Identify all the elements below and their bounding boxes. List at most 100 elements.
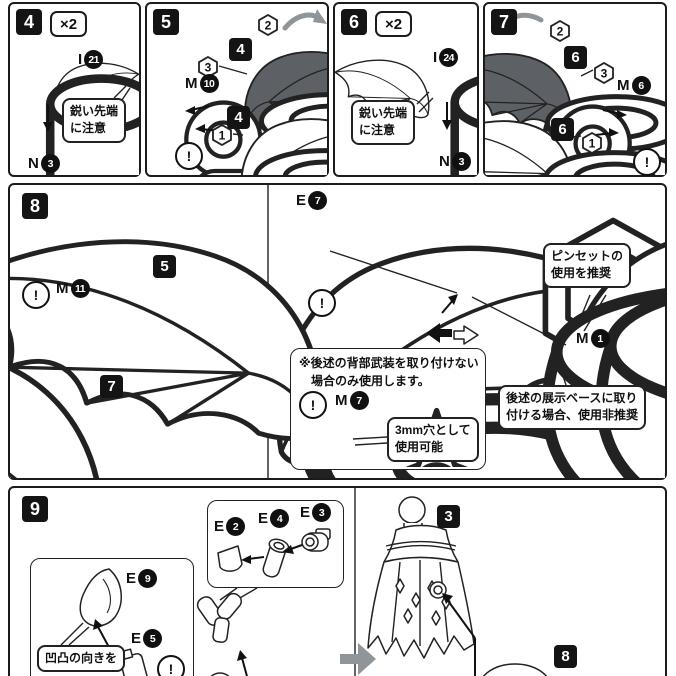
warning-icon: !	[22, 281, 50, 309]
caution-line1: 鋭い先端	[359, 106, 408, 120]
part-label-e2: E 2	[214, 517, 246, 536]
part-label-i24: I 24	[433, 48, 459, 67]
step5-illustration	[185, 9, 327, 175]
ref-badge-step3-skirt: 3	[437, 505, 460, 528]
tweezers-line1: ピンセットの	[551, 249, 624, 263]
part-letter: M	[335, 392, 348, 409]
part-letter: N	[28, 155, 39, 172]
part-letter: E	[131, 630, 142, 647]
part-letter: M	[185, 75, 198, 92]
step9-parts-box: E 2 E 4 E 3	[207, 500, 344, 588]
parts-box-illustration	[217, 528, 331, 578]
cylinder-part-drawing	[262, 538, 290, 578]
part-label-e3: E 3	[300, 503, 332, 522]
order-number: 1	[219, 129, 226, 143]
ref-badge-step8-assembly: 8	[554, 645, 577, 668]
step6-panel: 6 ×2 I 24 鋭い先端 に注意 N 3	[333, 2, 479, 177]
part-number: 3	[451, 152, 471, 171]
order-number: 2	[557, 25, 564, 39]
part-letter: I	[78, 51, 83, 68]
step6-number-badge: 6	[341, 9, 367, 35]
part-letter: M	[617, 77, 630, 94]
skirt-part-drawing	[367, 496, 476, 676]
ref-badge-step7-assembly: 7	[100, 375, 123, 398]
step8-number-badge: 8	[22, 193, 48, 219]
backpack-note-box: ※後述の背部武装を取り付けない 場合のみ使用します。 ! M 7 3mm穴として…	[290, 348, 486, 470]
caution-line1: 鋭い先端	[70, 104, 119, 118]
step9-number-badge: 9	[22, 496, 48, 522]
part-label-e7: E 7	[296, 191, 328, 210]
part-number: 7	[308, 191, 328, 210]
hole-note-line2: 使用可能	[395, 440, 444, 455]
ref-badge-step4-wing: 4	[227, 106, 250, 129]
warning-icon: !	[308, 289, 336, 317]
step7-number-badge: 7	[491, 9, 517, 35]
hole-note-line1: 3mm穴として	[395, 423, 471, 437]
step4-quantity-badge: ×2	[50, 11, 88, 37]
part-label-m7: M 7	[335, 391, 369, 410]
order-number: 1	[589, 137, 596, 151]
backpack-note-line1: ※後述の背部武装を取り付けない	[299, 356, 479, 370]
order-badge-2: 2	[550, 20, 570, 42]
part-letter: E	[126, 570, 137, 587]
part-number: 9	[138, 569, 158, 588]
warning-icon: !	[157, 655, 185, 676]
step6-illustration	[335, 4, 477, 175]
tweezers-callout: ピンセットの 使用を推奨	[543, 243, 632, 288]
step8-panel: 8 ! M 11 5 7 E 7 ! ピンセットの 使用を推奨 M 1 後述の展…	[8, 183, 667, 480]
order-badge-1: 1	[582, 132, 602, 154]
display-base-callout: 後述の展示ベースに取り 付ける場合、使用非推奨	[498, 385, 647, 430]
claw-part-drawing	[79, 568, 122, 627]
base-note-line1: 後述の展示ベースに取り	[506, 391, 638, 405]
part-number: 3	[312, 503, 332, 522]
step4-panel: 4 ×2 I 21 鋭い先端 に注意 N 3	[8, 2, 141, 177]
part-letter: E	[258, 510, 269, 527]
part-number: 24	[439, 48, 459, 67]
part-label-i21: I 21	[78, 50, 104, 69]
caution-line2: に注意	[70, 121, 107, 136]
part-label-e9: E 9	[126, 569, 158, 588]
orientation-line1: 凹凸の向きを	[45, 651, 118, 665]
warning-icon: !	[175, 142, 203, 170]
cap-part-drawing	[217, 545, 243, 572]
part-label-n3: N 3	[28, 154, 60, 173]
part-number: 10	[199, 74, 219, 93]
part-number: 4	[270, 509, 290, 528]
ref-badge-step4-wing: 4	[229, 38, 252, 61]
step9-illustration	[196, 488, 548, 676]
part-number: 6	[631, 76, 651, 95]
ref-badge-step6-wing: 6	[564, 46, 587, 69]
step4-illustration	[43, 4, 139, 175]
part-letter: E	[296, 192, 307, 209]
part-number: 21	[84, 50, 104, 69]
step5-panel: 5 2 4 3 M 10 4 1 !	[145, 2, 329, 177]
part-number: 11	[70, 279, 90, 298]
note-box-illustration	[352, 349, 483, 467]
part-letter: M	[56, 280, 69, 297]
order-badge-2: 2	[258, 14, 278, 36]
warning-icon: !	[299, 391, 327, 419]
part-letter: I	[433, 49, 438, 66]
order-badge-3: 3	[594, 62, 614, 84]
caution-line2: に注意	[359, 123, 396, 138]
part-letter: M	[576, 330, 589, 347]
tab-part-drawing	[301, 528, 331, 552]
orientation-callout: 凹凸の向きを	[37, 645, 126, 673]
step4-number-badge: 4	[16, 9, 42, 35]
order-number: 3	[601, 67, 608, 81]
part-letter: E	[214, 518, 225, 535]
warning-icon: !	[633, 148, 661, 176]
order-number: 3	[205, 61, 212, 75]
step4-caution-callout: 鋭い先端 に注意	[62, 98, 127, 143]
tweezers-line2: 使用を推奨	[551, 266, 612, 281]
elbow-assembly-drawing	[196, 592, 243, 643]
part-label-m11: M 11	[56, 279, 90, 298]
part-label-e5: E 5	[131, 629, 163, 648]
claw-box-illustration	[60, 568, 150, 676]
part-number: 1	[590, 329, 610, 348]
order-badge-1: 1	[212, 124, 232, 146]
part-number: 7	[349, 391, 369, 410]
part-letter: N	[439, 153, 450, 170]
step9-claw-box: E 9 E 5 ! 凹凸の向きを	[30, 558, 194, 676]
